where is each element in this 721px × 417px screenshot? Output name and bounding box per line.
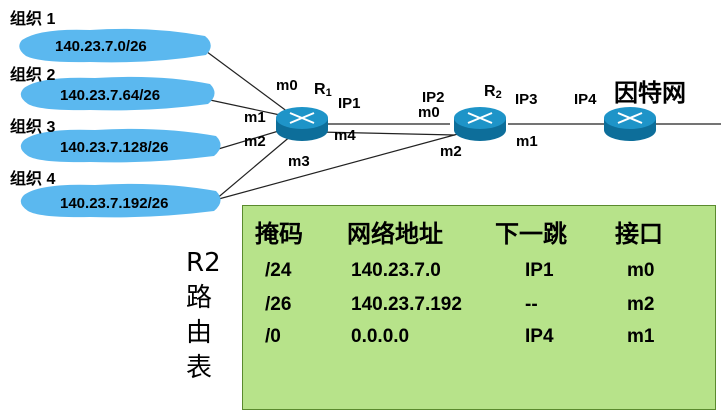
header-next-hop: 下一跳	[495, 221, 567, 248]
router-r1-icon	[276, 107, 328, 141]
link-org2-r1	[209, 99, 281, 116]
row2-interface: m2	[627, 294, 655, 315]
cloud-org2	[20, 76, 215, 111]
org2-network: 140.23.7.64/26	[60, 87, 161, 104]
link-org3-r1	[214, 129, 283, 151]
row2-next-hop: --	[525, 294, 538, 315]
r1-port-m0: m0	[276, 77, 298, 94]
r2-port-m2: m2	[440, 143, 462, 160]
row3-network: 0.0.0.0	[351, 326, 410, 347]
row1-network: 140.23.7.0	[351, 260, 441, 281]
r2-ip2: IP2	[422, 89, 445, 106]
router-internet-icon	[604, 107, 656, 141]
r1-ip: IP1	[338, 95, 361, 112]
row3-mask: /0	[265, 326, 281, 347]
row2-network: 140.23.7.192	[351, 294, 462, 315]
org3-network: 140.23.7.128/26	[60, 139, 169, 156]
header-network-address: 网络地址	[347, 221, 443, 248]
r1-name: R1	[314, 81, 332, 99]
r2-port-m0: m0	[418, 104, 440, 121]
internet-label: 因特网	[614, 80, 686, 107]
link-org4-r1	[214, 134, 293, 201]
table-caption-char-2: 由	[186, 318, 213, 348]
cloud-org4	[20, 183, 221, 218]
row3-next-hop: IP4	[525, 326, 554, 347]
org-clouds	[19, 28, 221, 218]
r2-port-m1: m1	[516, 133, 538, 150]
cloud-org3	[20, 128, 221, 163]
org3-label: 组织 3	[10, 119, 56, 136]
row2-mask: /26	[265, 294, 292, 315]
row3-interface: m1	[627, 326, 655, 347]
router-r2-icon	[454, 107, 506, 141]
r1-port-m2: m2	[244, 133, 266, 150]
internet-ip: IP4	[574, 91, 597, 108]
org2-label: 组织 2	[10, 67, 56, 84]
row1-next-hop: IP1	[525, 260, 554, 281]
links	[194, 42, 721, 201]
r1-port-m3: m3	[288, 153, 310, 170]
org4-label: 组织 4	[10, 171, 56, 188]
org4-network: 140.23.7.192/26	[60, 195, 169, 212]
r1-port-m4: m4	[334, 127, 356, 144]
header-mask: 掩码	[255, 221, 303, 248]
org1-network: 140.23.7.0/26	[55, 38, 147, 55]
table-caption-char-3: 表	[186, 353, 213, 383]
row1-mask: /24	[265, 260, 292, 281]
link-r1m3-r2m2	[317, 131, 456, 136]
routing-table: 掩码 网络地址 下一跳 接口 /24 140.23.7.0 IP1 m0 /26…	[242, 205, 716, 410]
r1-port-m1: m1	[244, 109, 266, 126]
table-caption-char-1: 路	[186, 283, 213, 313]
header-interface: 接口	[615, 221, 663, 248]
row1-interface: m0	[627, 260, 655, 281]
r2-ip3: IP3	[515, 91, 538, 108]
link-org1-r1	[194, 42, 289, 113]
cloud-org1	[19, 28, 211, 63]
org1-label: 组织 1	[10, 11, 56, 28]
r2-name: R2	[484, 83, 502, 101]
table-caption-r2: R2	[186, 248, 221, 278]
link-org4-r2	[214, 133, 459, 201]
